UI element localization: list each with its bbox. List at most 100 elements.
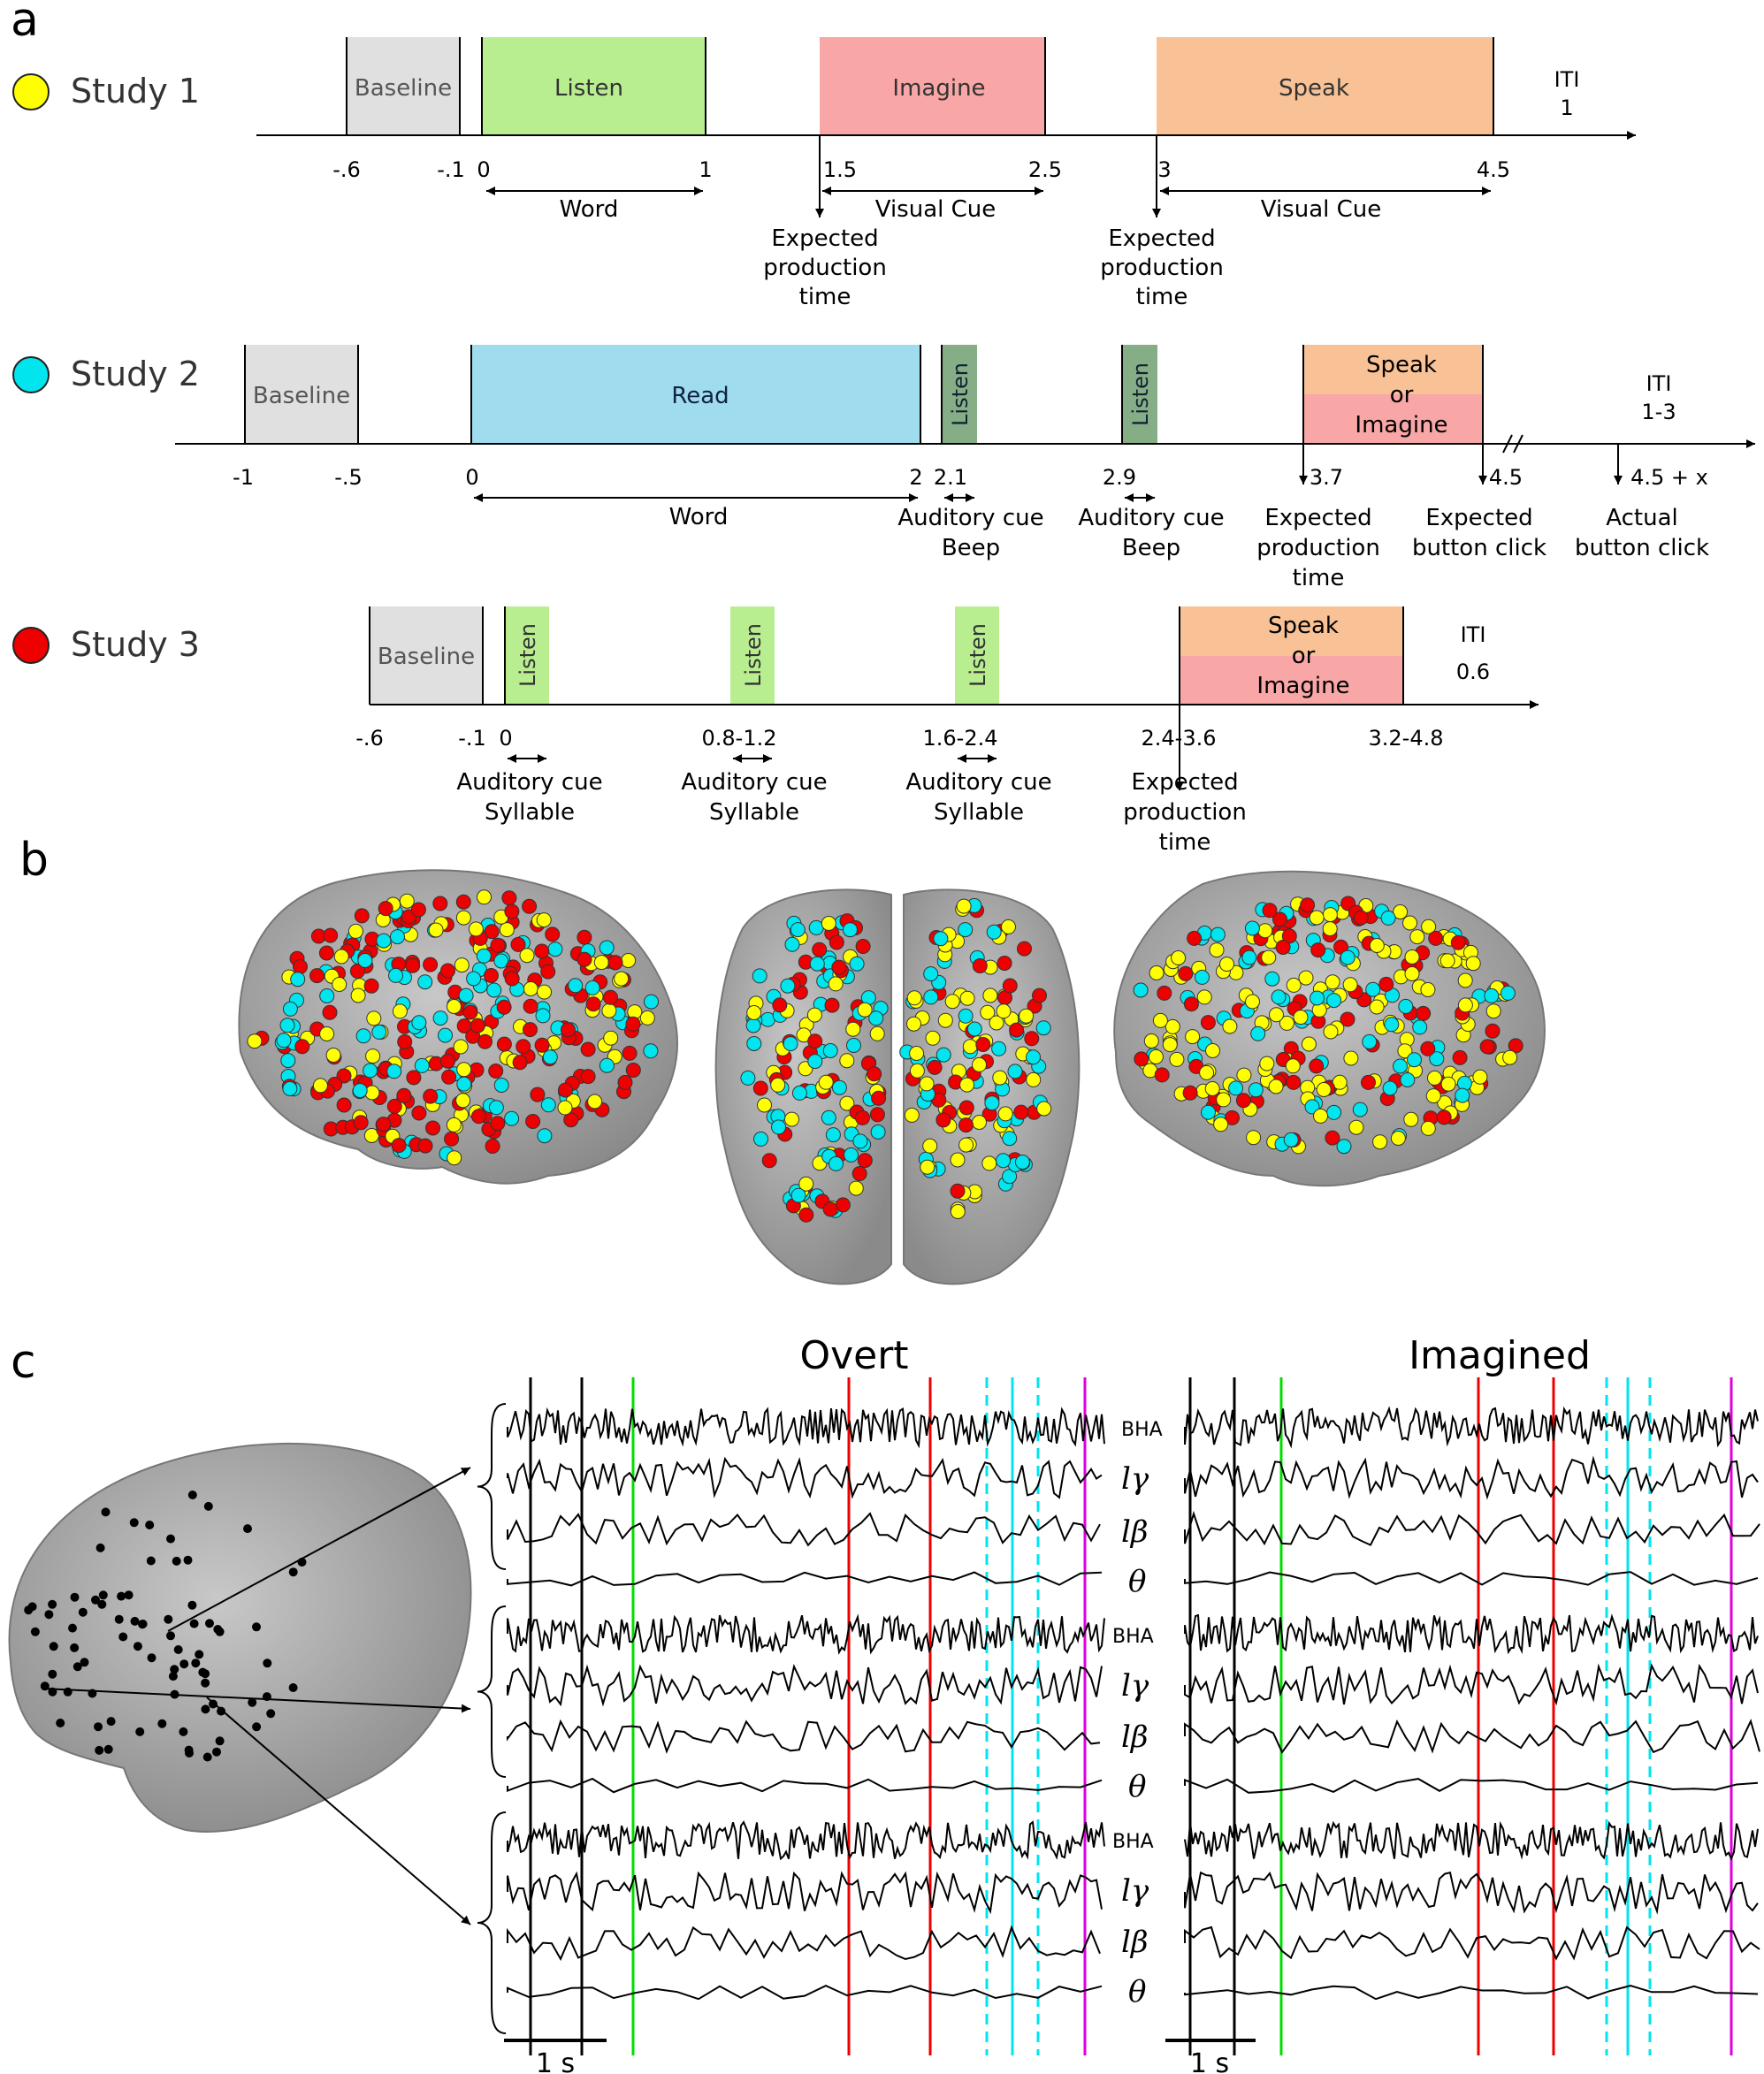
electrode-dot [523,1022,538,1038]
study3-marker [12,627,50,664]
study2-cue-1: Auditory cue [897,505,1043,531]
electrode-dot [1285,1058,1301,1074]
electrode-dot [935,1047,951,1063]
electrode-dot [279,1018,295,1033]
grid-electrode [179,1727,188,1736]
trace-lbeta [1184,1925,1760,1961]
study2-baseline-box [245,345,358,444]
electrode-dot [1152,1012,1168,1028]
electrode-dot [318,945,334,961]
grid-electrode [252,1722,262,1732]
electrode-dot [490,937,506,953]
electrode-dot [1035,1020,1051,1036]
electrode-dot [607,955,623,971]
grid-electrode [170,1665,179,1674]
trace-theta [1184,1571,1759,1586]
study2-expected-click: Expected [1425,505,1532,531]
electrode-dot [493,953,509,969]
electrode-dot [577,951,592,967]
study2-tick: 2 [909,465,922,490]
band-label-bha: BHA [1121,1419,1163,1441]
electrode-dot [927,1059,943,1075]
electrode-dot [1465,956,1481,972]
study3-tick: 3.2-4.8 [1369,726,1444,751]
electrode-dot [376,933,392,949]
electrode-dot [417,974,433,990]
electrode-dot [1261,949,1277,965]
grid-electrode [80,1658,89,1667]
electrode-dot [447,1150,462,1166]
electrode-dot [558,1082,573,1098]
electrode-dot [1133,982,1149,998]
study1-iti-value: 1 [1560,95,1573,120]
electrode-dot [818,1074,834,1090]
electrode-dot [353,1115,369,1131]
grid-electrode [124,1590,134,1600]
electrode-dot [1326,1104,1342,1120]
electrode-dot [1009,1022,1025,1038]
electrode-dot [1281,928,1297,944]
electrode-dot [282,1081,298,1096]
electrode-dot [410,902,426,918]
electrode-dot [323,927,339,943]
electrode-dot [1420,982,1436,997]
electrode-dot [839,1053,855,1069]
grid-electrode [106,1717,116,1727]
electrode-dot [1316,1082,1332,1097]
electrode-dot [349,964,365,979]
electrode-dot [336,1097,352,1113]
grid-electrode [166,1534,175,1544]
electrode-dot [276,1033,292,1048]
electrode-dot [1310,942,1326,958]
electrode-dot [1019,1008,1035,1024]
grid-electrode [185,1749,194,1758]
electrode-dot [925,1030,941,1046]
electrode-dot [1271,989,1287,1005]
electrode-dot [496,1036,512,1052]
electrode-dot [319,1026,335,1041]
brain-grid-view [8,1443,472,1925]
electrode-dot [1026,1071,1042,1087]
connector-arrow-2 [42,1688,471,1713]
grid-electrode [103,1744,113,1754]
electrode-dot [849,956,865,972]
electrode-dot [493,1078,509,1093]
electrode-dot [1404,966,1420,981]
electrode-dot [644,994,659,1010]
electrode-dot [835,1197,851,1213]
electrode-dot [1326,993,1342,1009]
grid-electrode [288,1567,298,1577]
electrode-dot [1502,1049,1518,1065]
electrode-dot [857,1153,873,1169]
band-label-bha: BHA [1112,1831,1154,1853]
electrode-dot [411,1015,427,1031]
electrode-dot [1362,1033,1378,1049]
electrode-dot [1196,989,1212,1005]
electrode-dot [1439,953,1455,969]
electrode-dot [366,1010,382,1026]
study1-listen-box [482,37,706,135]
trace-lbeta [507,1925,1101,1962]
band-label-lgamma: lγ [1121,1668,1149,1704]
electrode-dot [1450,934,1466,950]
electrode-dot [396,1087,412,1103]
grid-electrode [187,1600,197,1610]
electrode-dot [1348,1119,1364,1135]
electrode-dot [1269,1007,1284,1023]
electrode-dot [844,1147,859,1163]
electrode-dot [839,1095,855,1111]
grid-electrode [95,1745,104,1755]
study1-baseline-box [347,37,460,135]
electrode-dot [603,989,618,1005]
electrode-dot [1456,1075,1472,1091]
study2-listen-box-2 [1122,345,1157,444]
electrode-dot [958,1100,974,1116]
electrode-dot [933,931,949,947]
electrode-dot [1485,1003,1501,1019]
grid-electrode [168,1672,178,1681]
electrode-dot [371,1024,387,1040]
electrode-dot [365,1048,381,1064]
study1-tick: 4.5 [1477,157,1510,182]
study2-imagine-box [1303,394,1483,444]
study3-listen-box-3 [955,606,999,705]
